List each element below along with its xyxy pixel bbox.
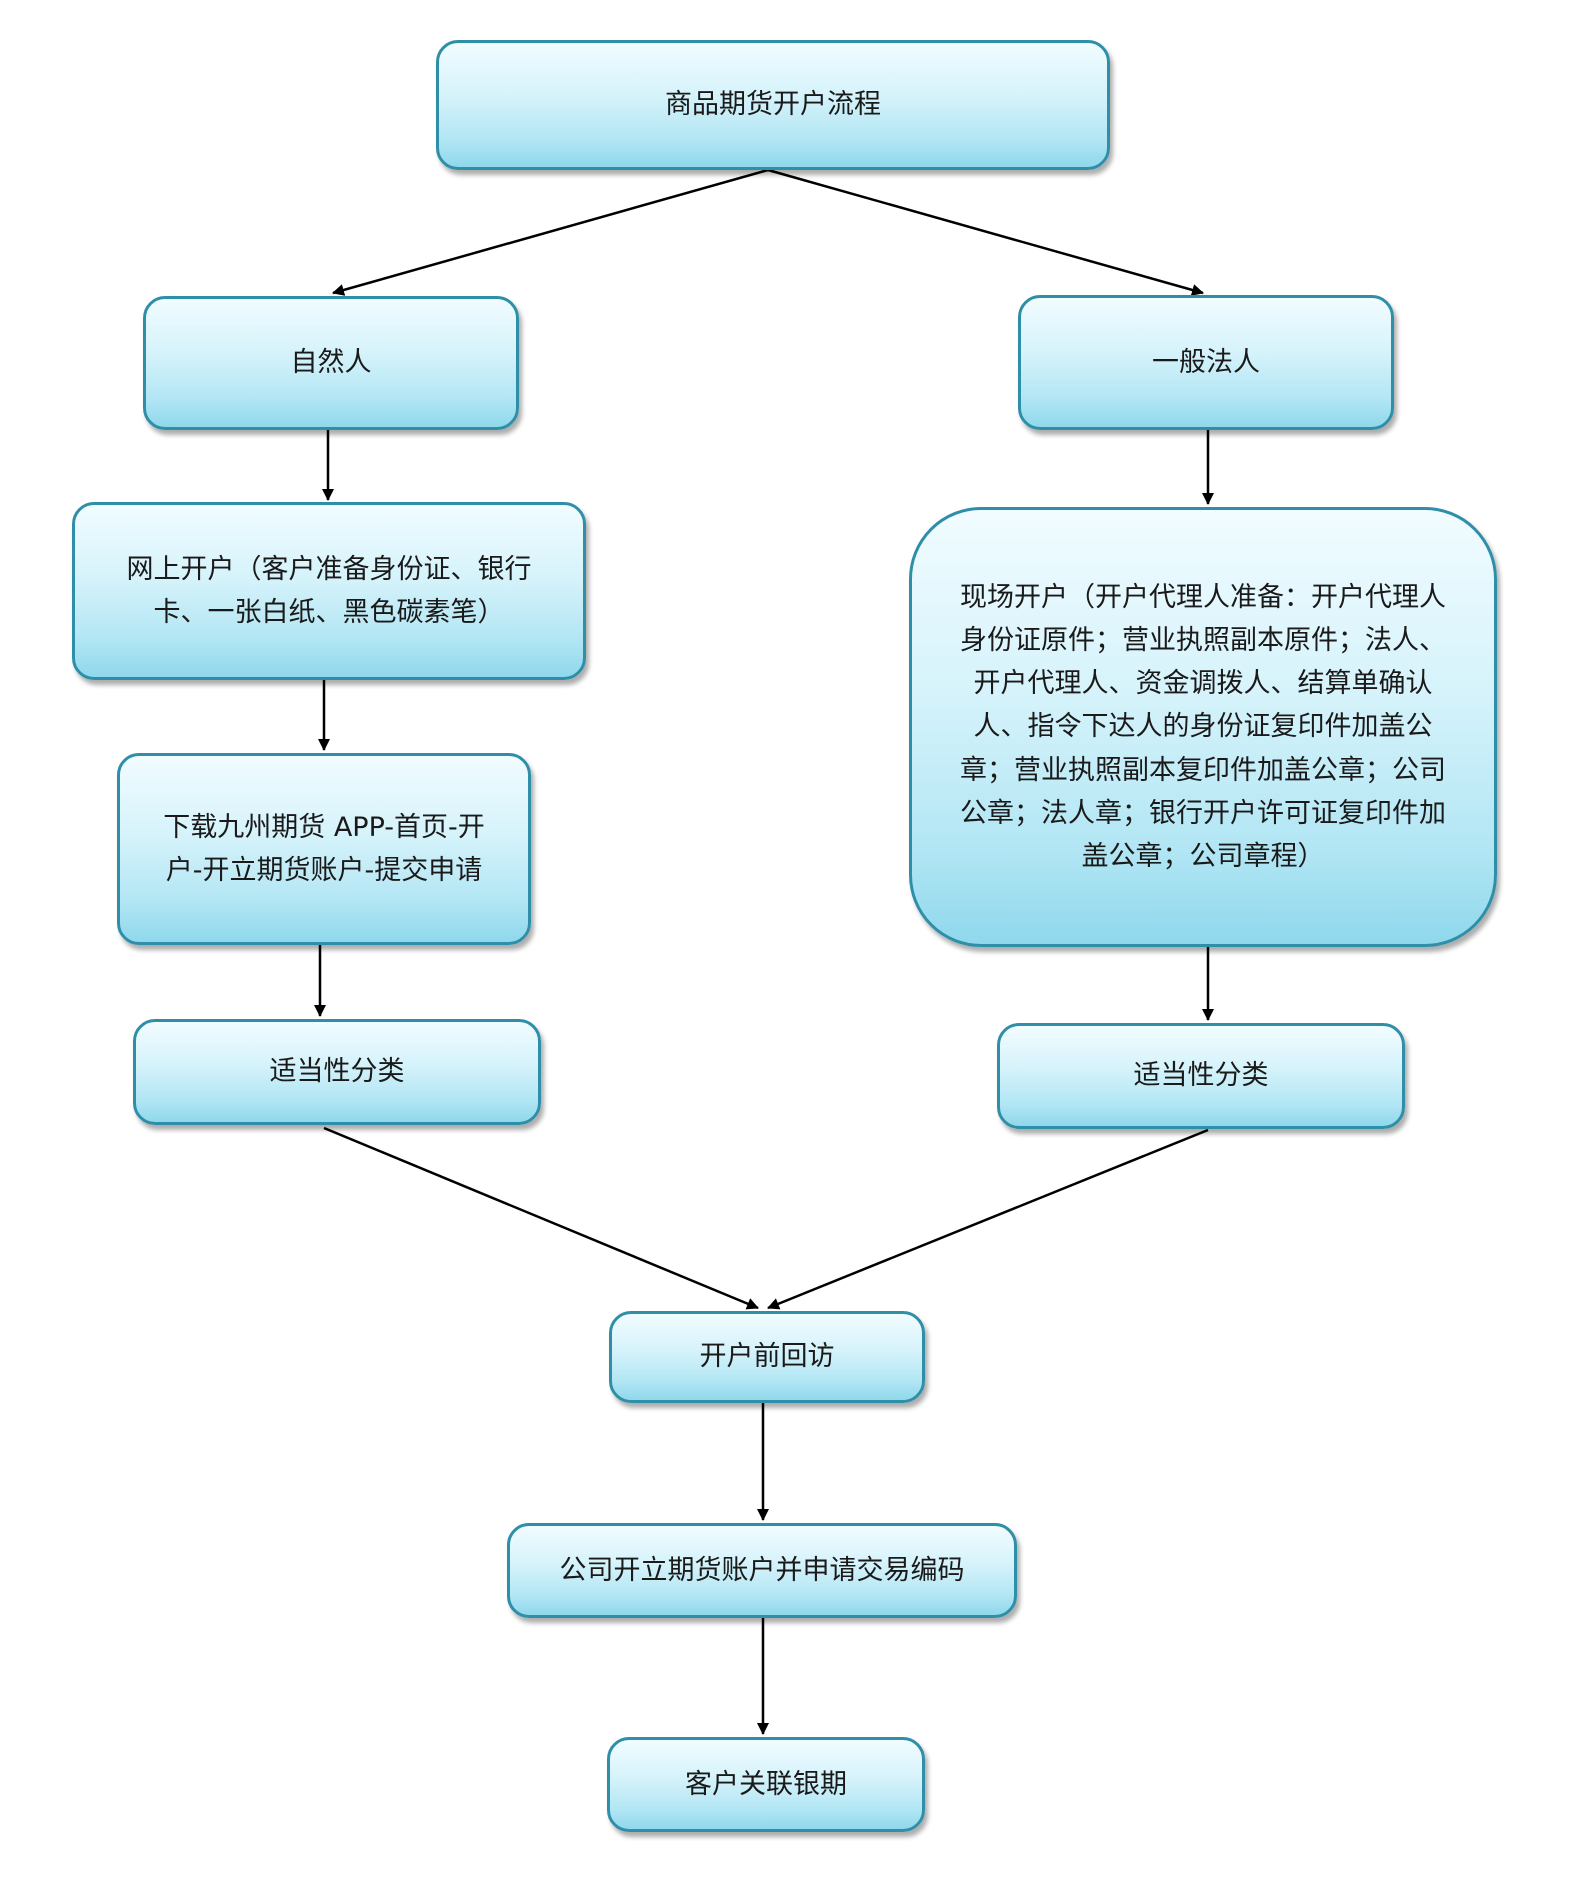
company-open-label: 公司开立期货账户并申请交易编码 bbox=[559, 1554, 965, 1586]
download-app-node: 下载九州期货 APP-首页-开户-开立期货账户-提交申请 bbox=[117, 753, 531, 945]
company-open-node: 公司开立期货账户并申请交易编码 bbox=[507, 1523, 1017, 1618]
suitability-right-label: 适当性分类 bbox=[1133, 1060, 1269, 1092]
online-open-label: 网上开户（客户准备身份证、银行卡、一张白纸、黑色碳素笔） bbox=[126, 553, 532, 628]
bank-link-node: 客户关联银期 bbox=[607, 1737, 925, 1832]
onsite-open-node: 现场开户（开户代理人准备：开户代理人身份证原件；营业执照副本原件；法人、开户代理… bbox=[909, 507, 1497, 947]
arrow-title-to-legal-person bbox=[767, 168, 1204, 296]
arrow-suitability-left-to-revisit bbox=[323, 1126, 759, 1310]
download-app-label: 下载九州期货 APP-首页-开户-开立期货账户-提交申请 bbox=[163, 811, 485, 886]
title-node-label: 商品期货开户流程 bbox=[665, 89, 881, 121]
suitability-left-node: 适当性分类 bbox=[133, 1019, 541, 1125]
natural-person-label: 自然人 bbox=[290, 347, 372, 379]
suitability-right-node: 适当性分类 bbox=[997, 1023, 1405, 1129]
revisit-label: 开户前回访 bbox=[699, 1341, 835, 1373]
online-open-node: 网上开户（客户准备身份证、银行卡、一张白纸、黑色碳素笔） bbox=[72, 502, 586, 680]
arrow-title-to-natural-person bbox=[332, 168, 769, 296]
bank-link-label: 客户关联银期 bbox=[685, 1768, 847, 1800]
legal-person-label: 一般法人 bbox=[1152, 346, 1260, 378]
revisit-node: 开户前回访 bbox=[609, 1311, 925, 1403]
title-node: 商品期货开户流程 bbox=[436, 40, 1110, 170]
legal-person-node: 一般法人 bbox=[1018, 295, 1394, 430]
suitability-left-label: 适当性分类 bbox=[269, 1056, 405, 1088]
arrow-suitability-right-to-revisit bbox=[767, 1128, 1209, 1310]
onsite-open-label: 现场开户（开户代理人准备：开户代理人身份证原件；营业执照副本原件；法人、开户代理… bbox=[960, 581, 1446, 872]
natural-person-node: 自然人 bbox=[143, 296, 519, 430]
